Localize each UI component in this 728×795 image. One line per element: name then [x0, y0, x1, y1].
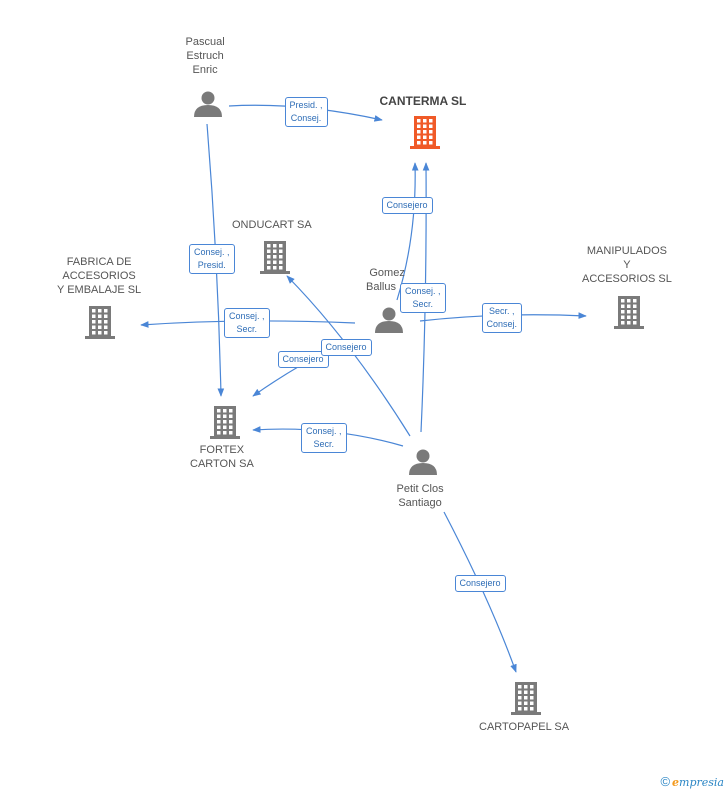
building-icon[interactable] — [614, 296, 644, 329]
role-label-line: Consej. , — [306, 426, 342, 436]
brand-initial: e — [672, 776, 680, 789]
brand-name: mpresia — [679, 776, 724, 789]
role-label-line: Presid. , — [289, 100, 323, 110]
node-label-line: FORTEX — [199, 444, 245, 456]
role-label-gomez-canterma[interactable]: Consejero — [381, 196, 433, 214]
node-label-line: ONDUCART SA — [232, 219, 312, 231]
node-label-line: Enric — [192, 64, 218, 76]
node-label-line: ACCESORIOS SL — [582, 273, 672, 285]
node-label-line: CANTERMA SL — [379, 94, 467, 108]
node-label-line: Y — [623, 259, 631, 271]
node-label-line: Santiago — [398, 497, 442, 509]
building-icon[interactable] — [210, 406, 240, 439]
building-icon[interactable] — [410, 116, 440, 149]
role-label-pascual-fortex[interactable]: Consej. , Presid. — [189, 244, 235, 274]
role-label-line: Consej. , — [194, 247, 230, 257]
role-label-line: Consej. — [290, 113, 322, 123]
node-label-canterma[interactable]: CANTERMA SL — [380, 94, 467, 108]
role-label-line: Consej. — [486, 319, 518, 329]
node-label-cartopapel[interactable]: CARTOPAPEL SA — [479, 720, 569, 734]
role-label-petit-canterma[interactable]: Consej. , Secr. — [400, 283, 446, 313]
edge-petit-cartopapel — [443, 511, 517, 673]
role-label-line: Presid. — [197, 260, 226, 270]
role-label-petit-fortex[interactable]: Consej. , Secr. — [301, 423, 347, 453]
role-label-line: Consejero — [325, 341, 367, 352]
empresia-watermark: ©empresia — [660, 774, 724, 789]
building-icon[interactable] — [511, 682, 541, 715]
person-icon[interactable] — [194, 91, 222, 118]
node-label-line: Ballus ... — [366, 281, 409, 293]
role-label-line: Consejero — [459, 577, 501, 588]
role-label-line: Consej. , — [229, 311, 265, 321]
building-icon[interactable] — [85, 306, 115, 339]
role-label-line: Consejero — [386, 199, 428, 210]
role-label-gomez-manipulados[interactable]: Secr. , Consej. — [481, 303, 523, 333]
node-label-line: CARTOPAPEL SA — [479, 721, 570, 733]
person-icon[interactable] — [409, 449, 437, 476]
node-label-line: Y EMBALAJE SL — [57, 284, 142, 296]
role-label-line: Consej. , — [405, 286, 441, 296]
role-label-gomez-fortex[interactable]: Consejero — [277, 350, 329, 368]
role-label-line: Consejero — [282, 353, 324, 364]
copyright-symbol: © — [660, 774, 671, 789]
node-label-line: Gomez — [369, 267, 405, 279]
role-label-line: Secr. — [412, 299, 434, 309]
node-label-fabrica[interactable]: FABRICA DE ACCESORIOS Y EMBALAJE SL — [57, 255, 141, 297]
node-label-line: CARTON SA — [190, 458, 254, 470]
node-label-line: Pascual — [185, 36, 225, 48]
node-label-fortex[interactable]: FORTEX CARTON SA — [190, 443, 254, 471]
role-label-line: Secr. , — [489, 306, 515, 316]
building-icon[interactable] — [260, 241, 290, 274]
node-label-line: Petit Clos — [396, 483, 444, 495]
role-label-pascual-canterma[interactable]: Presid. , Consej. — [284, 97, 328, 127]
person-icon[interactable] — [375, 307, 403, 334]
node-label-onducart[interactable]: ONDUCART SA — [232, 218, 312, 232]
node-label-line: MANIPULADOS — [586, 245, 667, 257]
role-label-line: Secr. — [313, 439, 335, 449]
node-label-line: ACCESORIOS — [62, 270, 136, 282]
role-label-petit-cartopapel[interactable]: Consejero — [454, 574, 506, 592]
role-label-gomez-fabrica[interactable]: Consej. , Secr. — [224, 308, 270, 338]
role-label-petit-onducart[interactable]: Consejero — [320, 338, 372, 356]
node-label-line: Estruch — [186, 50, 224, 62]
node-label-line: FABRICA DE — [66, 256, 132, 268]
node-label-manipulados[interactable]: MANIPULADOS Y ACCESORIOS SL — [582, 244, 672, 286]
role-label-line: Secr. — [236, 324, 258, 334]
